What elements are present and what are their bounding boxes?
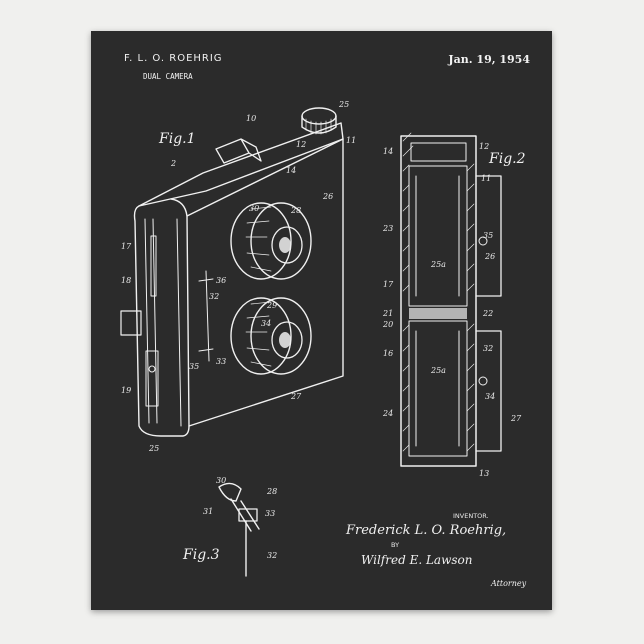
inventor-name: F. L. O. ROEHRIG	[124, 53, 223, 64]
numeral: 34	[261, 319, 271, 328]
numeral: 26	[484, 252, 495, 261]
patent-date: Jan. 19, 1954	[448, 53, 530, 66]
figure-2-label: Fig.2	[488, 151, 526, 167]
numeral: 28	[266, 487, 277, 496]
attorney-caption: Attorney	[490, 579, 527, 588]
numeral: 34	[485, 392, 495, 401]
figure-2-numerals: 14 12 11 23 35 25a 26 17 21 20 22 16 32 …	[382, 142, 522, 478]
lower-film-chamber	[408, 320, 468, 457]
numeral: 25	[338, 100, 349, 109]
numeral: 29	[266, 301, 277, 310]
numeral: 20	[382, 320, 393, 329]
inventor-caption: INVENTOR.	[453, 512, 489, 520]
pivot-block	[238, 508, 258, 522]
camera-top-face	[138, 122, 344, 207]
upper-lens	[230, 202, 312, 280]
numeral: 30	[216, 476, 226, 485]
numeral: 24	[382, 409, 393, 418]
numeral: 27	[510, 414, 522, 423]
figure-1-drawing: Fig.1	[120, 100, 356, 453]
film-rollers	[415, 175, 460, 447]
patent-drawing: Fig.1	[120, 100, 527, 588]
numeral: 18	[121, 276, 131, 285]
figure-3-numerals: 30 28 31 33 32	[203, 476, 277, 560]
side-clip	[120, 310, 142, 336]
numeral: 30	[249, 204, 259, 213]
numeral: 14	[383, 147, 393, 156]
side-slot	[150, 235, 157, 297]
patent-poster: F. L. O. ROEHRIG DUAL CAMERA Jan. 19, 19…	[91, 31, 552, 610]
attorney-signature: Wilfred E. Lawson	[361, 553, 472, 567]
figure-2-drawing: Fig.2 14 12 11 23 35 25a 26 17 21 20	[382, 132, 526, 478]
lever-arm	[230, 498, 260, 532]
viewfinder	[215, 138, 262, 164]
numeral: 28	[290, 206, 301, 215]
numeral: 19	[121, 386, 131, 395]
numeral: 35	[189, 362, 199, 371]
by-caption: BY	[391, 541, 399, 549]
lower-lens	[230, 297, 312, 375]
numeral: 33	[216, 357, 226, 366]
numeral: 35	[483, 231, 493, 240]
numeral: 13	[479, 469, 489, 478]
numeral: 22	[482, 309, 493, 318]
lever-head	[218, 482, 242, 502]
figure-3-drawing: Fig.3 30 28 31 33 32	[182, 476, 277, 577]
numeral: 32	[483, 344, 493, 353]
numeral: 26	[322, 192, 333, 201]
numeral: 32	[209, 292, 219, 301]
camera-left-side	[133, 198, 190, 437]
numeral: 2	[170, 159, 176, 168]
patent-title: DUAL CAMERA	[143, 72, 193, 81]
numeral: 14	[286, 166, 296, 175]
winding-knob-side	[301, 115, 337, 134]
numeral: 25	[148, 444, 159, 453]
partition	[409, 308, 467, 319]
numeral: 17	[121, 242, 132, 251]
upper-film-chamber	[408, 165, 468, 307]
signature-block: INVENTOR. Frederick L. O. Roehrig, BY Wi…	[345, 512, 527, 588]
numeral: 36	[216, 276, 226, 285]
numeral: 11	[481, 174, 491, 183]
inventor-signature: Frederick L. O. Roehrig,	[345, 523, 506, 538]
numeral: 32	[267, 551, 277, 560]
camera-side-ribs	[144, 218, 182, 427]
numeral: 21	[382, 309, 393, 318]
numeral: 25a	[430, 366, 446, 375]
left-wall-hatching	[402, 132, 414, 452]
shutter-link	[198, 270, 214, 362]
numeral: 23	[382, 224, 393, 233]
numeral: 12	[479, 142, 489, 151]
numeral: 25a	[430, 260, 446, 269]
numeral: 12	[296, 140, 306, 149]
camera-front-face	[186, 138, 344, 427]
numeral: 11	[346, 136, 356, 145]
figure-1-label: Fig.1	[158, 131, 196, 147]
right-wall-hatching	[466, 163, 475, 452]
lens-housings	[475, 175, 502, 452]
top-knob-section	[410, 142, 467, 162]
figure-1-numerals: 10 25 12 11 2 14 26 30 28 17 18 36 32 29…	[121, 100, 356, 453]
knob-knurling	[305, 118, 332, 135]
numeral: 33	[265, 509, 275, 518]
numeral: 31	[203, 507, 213, 516]
numeral: 17	[383, 280, 394, 289]
figure-3-label: Fig.3	[182, 547, 220, 563]
section-outer-wall	[400, 135, 477, 467]
numeral: 27	[290, 392, 302, 401]
counter-window	[145, 350, 159, 407]
numeral: 10	[246, 114, 256, 123]
numeral: 16	[383, 349, 393, 358]
